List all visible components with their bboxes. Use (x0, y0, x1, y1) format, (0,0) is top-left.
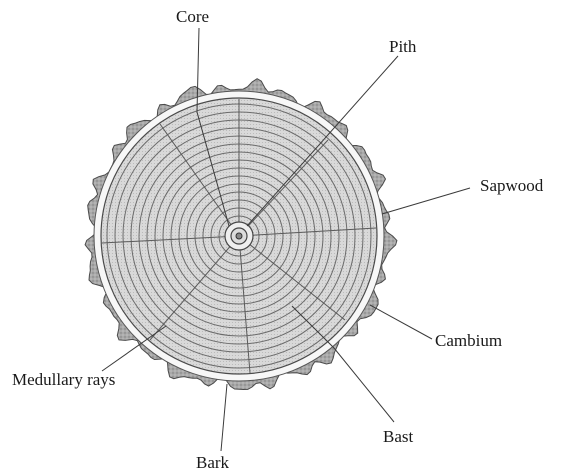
label-core: Core (176, 7, 209, 26)
pith-center (225, 222, 253, 250)
label-bast: Bast (383, 427, 414, 446)
leader-cambium (370, 305, 432, 339)
leader-sapwood (382, 188, 470, 214)
label-cambium: Cambium (435, 331, 502, 350)
label-medullary-rays: Medullary rays (12, 370, 115, 389)
label-bark: Bark (196, 453, 230, 472)
leader-bark (221, 384, 227, 451)
label-pith: Pith (389, 37, 417, 56)
label-sapwood: Sapwood (480, 176, 544, 195)
